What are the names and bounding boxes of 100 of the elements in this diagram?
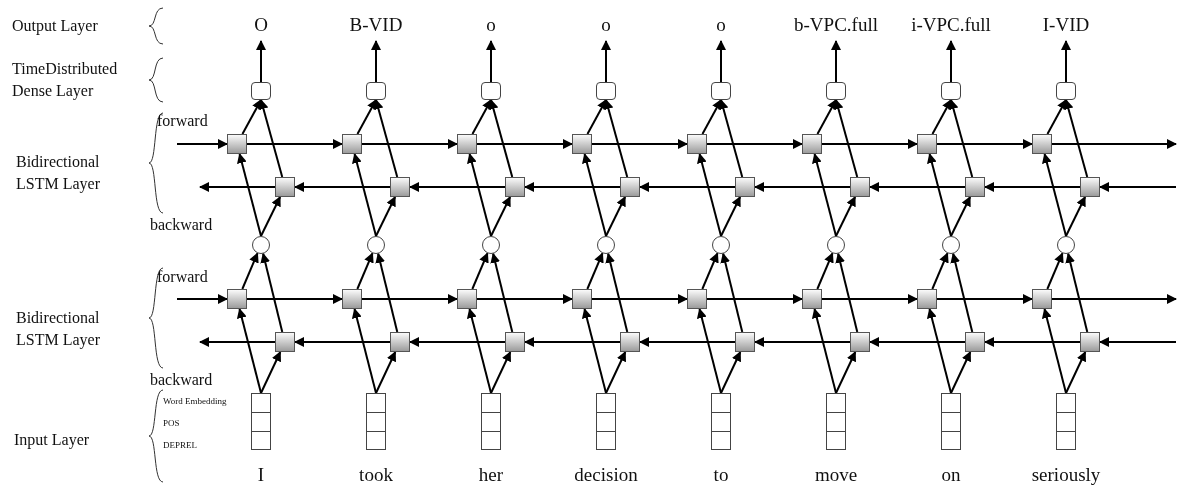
lstm-cell <box>505 332 525 352</box>
arrow <box>605 252 629 333</box>
layer-name: Bidirectional LSTM Layer <box>16 308 101 351</box>
arrow <box>356 99 377 135</box>
arrow <box>591 294 688 304</box>
arrow <box>950 351 972 394</box>
arrow <box>1099 182 1177 192</box>
layer-name: Input Layer <box>14 430 90 451</box>
direction-label: forward <box>157 267 208 287</box>
output-tag: O <box>206 13 316 37</box>
arrow <box>486 40 496 83</box>
input-word: seriously <box>1031 465 1101 484</box>
output-tag: B-VID <box>321 13 431 37</box>
arrow <box>373 99 399 178</box>
lstm-cell <box>802 134 822 154</box>
arrow <box>1065 351 1087 394</box>
output-tag: o <box>551 13 661 37</box>
arrow <box>869 182 966 192</box>
direction-label: backward <box>150 370 213 390</box>
arrow <box>375 196 397 237</box>
arrow <box>754 337 851 347</box>
lstm-cell <box>850 177 870 197</box>
concat-circle <box>1057 236 1075 254</box>
lstm-cell <box>275 177 295 197</box>
arrow <box>490 351 512 394</box>
dense-unit <box>251 82 271 100</box>
arrow <box>697 153 722 237</box>
arrow <box>260 252 284 333</box>
dense-unit <box>826 82 846 100</box>
arrow <box>833 99 859 178</box>
arrow <box>409 182 506 192</box>
arrow <box>821 294 918 304</box>
arrow <box>471 99 492 135</box>
arrow <box>199 337 276 347</box>
arrow <box>984 182 1081 192</box>
lstm-cell <box>1080 332 1100 352</box>
concat-circle <box>827 236 845 254</box>
arrow <box>720 196 742 237</box>
arrow <box>835 351 857 394</box>
arrow <box>256 40 266 83</box>
input-word: I <box>257 465 265 484</box>
concat-circle <box>367 236 385 254</box>
arrow <box>946 40 956 83</box>
output-tag: o <box>436 13 546 37</box>
input-word: decision <box>574 465 638 484</box>
dense-unit <box>481 82 501 100</box>
input-word: her <box>478 465 504 484</box>
arrow <box>1046 252 1064 290</box>
arrow <box>948 99 974 178</box>
arrow <box>581 308 607 394</box>
arrow <box>605 351 627 394</box>
arrow <box>812 153 837 237</box>
arrow <box>716 40 726 83</box>
arrow <box>176 139 228 149</box>
lstm-cell <box>620 332 640 352</box>
lstm-cell <box>735 332 755 352</box>
lstm-cell <box>1032 289 1052 309</box>
concat-circle <box>252 236 270 254</box>
lstm-cell <box>687 134 707 154</box>
lstm-cell <box>572 289 592 309</box>
arrow <box>352 153 377 237</box>
arrow <box>524 337 621 347</box>
arrow <box>236 308 262 394</box>
lstm-cell <box>390 177 410 197</box>
lstm-cell <box>505 177 525 197</box>
arrow <box>816 99 837 135</box>
arrow <box>605 196 627 237</box>
arrow <box>1065 252 1089 333</box>
arrow <box>582 153 607 237</box>
dense-unit <box>366 82 386 100</box>
arrow <box>950 196 972 237</box>
arrow <box>1063 99 1089 178</box>
output-tag: b-VPC.full <box>781 13 891 37</box>
feature-label: Word Embedding <box>163 395 227 408</box>
arrow <box>260 351 282 394</box>
arrow <box>821 139 918 149</box>
lstm-cell <box>227 134 247 154</box>
lstm-cell <box>342 289 362 309</box>
arrow <box>260 196 282 237</box>
arrow <box>586 99 607 135</box>
arrow <box>476 294 573 304</box>
arrow <box>720 252 744 333</box>
output-tag: I-VID <box>1011 13 1121 37</box>
lstm-cell <box>917 134 937 154</box>
arrow <box>490 252 514 333</box>
arrow <box>603 99 629 178</box>
arrow <box>241 252 259 290</box>
lstm-cell <box>965 177 985 197</box>
arrow <box>237 153 262 237</box>
feature-label: DEPREL <box>163 439 197 452</box>
arrow <box>361 139 458 149</box>
input-word: move <box>814 465 858 484</box>
arrow <box>1051 294 1177 304</box>
arrow <box>831 40 841 83</box>
arrow <box>1046 99 1067 135</box>
arrow <box>1061 40 1071 83</box>
lstm-cell <box>1080 177 1100 197</box>
input-word: on <box>941 465 961 484</box>
layer-name: Output Layer <box>12 16 99 37</box>
arrow <box>351 308 377 394</box>
